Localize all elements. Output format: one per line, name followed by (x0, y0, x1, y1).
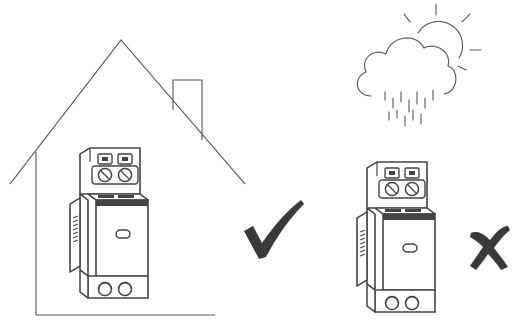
cross-icon (470, 226, 510, 270)
house-icon (9, 39, 246, 316)
surge-protector-outdoor (356, 161, 436, 313)
check-icon (244, 200, 304, 259)
rain-cloud-sun-icon (356, 3, 482, 127)
surge-protector-indoor (69, 147, 149, 299)
